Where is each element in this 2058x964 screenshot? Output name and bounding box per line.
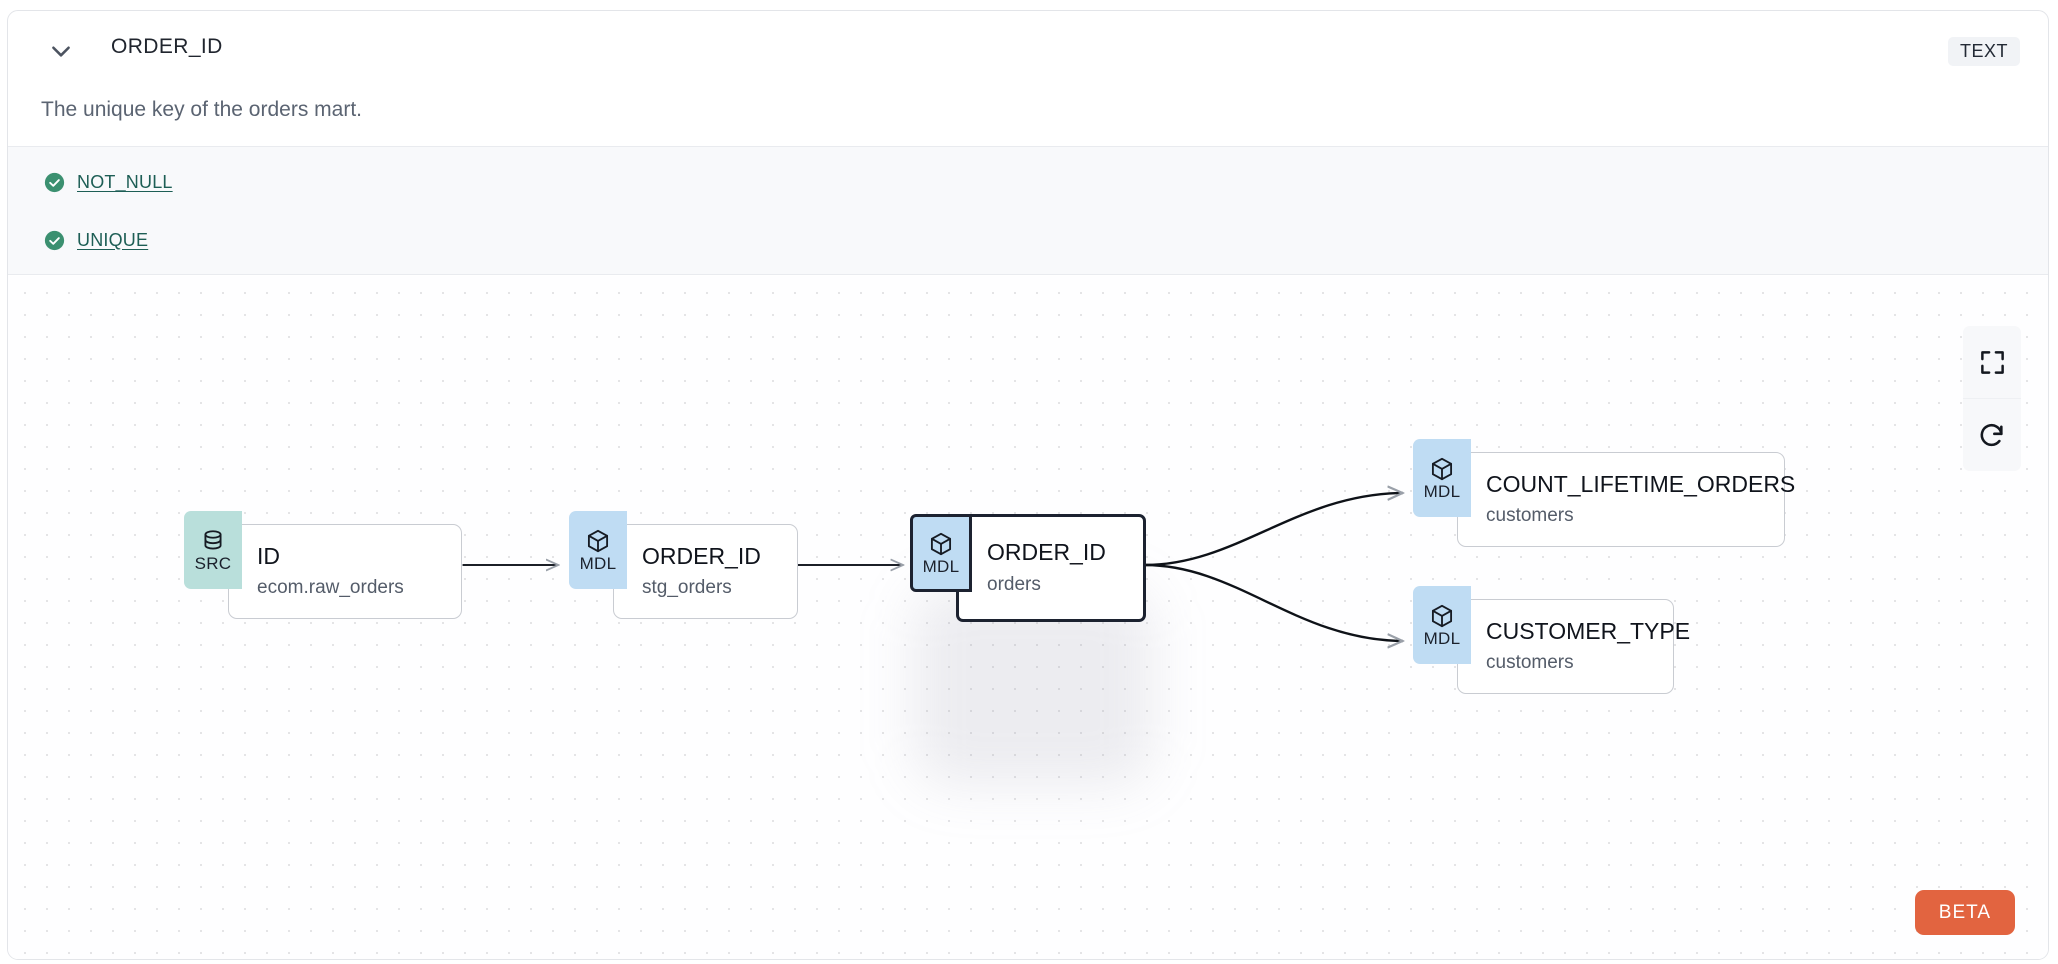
test-link-unique[interactable]: UNIQUE	[77, 229, 149, 250]
chevron-down-icon[interactable]	[44, 34, 78, 68]
lineage-node-stg-order-id[interactable]: ORDER_ID stg_orders MDL	[569, 511, 798, 619]
node-card[interactable]: ORDER_ID orders	[956, 514, 1146, 622]
cube-icon	[930, 532, 952, 556]
node-card[interactable]: CUSTOMER_TYPE customers	[1457, 599, 1691, 694]
edge-orders-to-customer-type	[1144, 563, 1403, 641]
node-card[interactable]: ORDER_ID stg_orders	[613, 524, 798, 619]
cube-icon	[587, 529, 609, 553]
lineage-node-customer-type[interactable]: CUSTOMER_TYPE customers MDL	[1413, 586, 1691, 694]
cube-icon	[1431, 457, 1453, 481]
database-icon	[204, 530, 222, 550]
node-title: COUNT_LIFETIME_ORDERS	[1486, 470, 1796, 497]
node-title: ORDER_ID	[642, 542, 761, 569]
lineage-canvas[interactable]: ID ecom.raw_orders SRC OR	[8, 276, 2048, 959]
data-type-badge: TEXT	[1947, 37, 2020, 66]
check-circle-icon	[44, 172, 65, 192]
node-kind-label: MDL	[1423, 482, 1461, 501]
page-title: ORDER_ID	[111, 35, 223, 58]
node-subtitle: ecom.raw_orders	[257, 577, 404, 599]
panel-header: ORDER_ID TEXT	[8, 11, 2048, 89]
tests-section: NOT_NULL UNIQUE	[8, 146, 2048, 275]
lineage-node-src-id[interactable]: ID ecom.raw_orders SRC	[184, 511, 462, 619]
node-kind-badge-mdl: MDL	[910, 514, 972, 592]
lineage-node-count-lifetime-orders[interactable]: COUNT_LIFETIME_ORDERS customers MDL	[1413, 439, 1796, 547]
node-kind-label: MDL	[579, 554, 617, 573]
node-subtitle: customers	[1486, 652, 1574, 674]
node-kind-badge-mdl: MDL	[1413, 439, 1471, 517]
lineage-node-orders-order-id[interactable]: ORDER_ID orders MDL	[910, 506, 1146, 624]
test-row[interactable]: UNIQUE	[44, 227, 148, 253]
column-detail-panel: ORDER_ID TEXT The unique key of the orde…	[7, 10, 2049, 960]
node-subtitle: stg_orders	[642, 577, 732, 599]
node-kind-badge-mdl: MDL	[569, 511, 627, 589]
node-card[interactable]: COUNT_LIFETIME_ORDERS customers	[1457, 452, 1796, 547]
column-description: The unique key of the orders mart.	[41, 98, 362, 121]
fit-view-button[interactable]	[1963, 326, 2021, 398]
check-circle-icon	[44, 230, 65, 250]
node-subtitle: customers	[1486, 505, 1574, 527]
reload-button[interactable]	[1963, 398, 2021, 471]
node-subtitle: orders	[987, 573, 1041, 595]
canvas-controls	[1963, 326, 2021, 471]
refresh-icon	[1980, 424, 2003, 447]
beta-badge[interactable]: BETA	[1914, 890, 2015, 935]
fullscreen-icon	[1980, 350, 2004, 374]
node-kind-label: MDL	[1423, 629, 1461, 648]
test-link-not-null[interactable]: NOT_NULL	[77, 171, 173, 192]
cube-icon	[1431, 604, 1453, 628]
node-kind-label: MDL	[922, 557, 960, 576]
node-kind-badge-mdl: MDL	[1413, 586, 1471, 664]
edge-orders-to-count-lifetime	[1144, 493, 1403, 567]
test-row[interactable]: NOT_NULL	[44, 169, 173, 195]
node-card[interactable]: ID ecom.raw_orders	[228, 524, 462, 619]
node-title: CUSTOMER_TYPE	[1486, 617, 1691, 644]
node-title: ID	[257, 542, 280, 569]
node-kind-badge-src: SRC	[184, 511, 242, 589]
node-kind-label: SRC	[194, 554, 232, 573]
node-title: ORDER_ID	[987, 539, 1106, 566]
